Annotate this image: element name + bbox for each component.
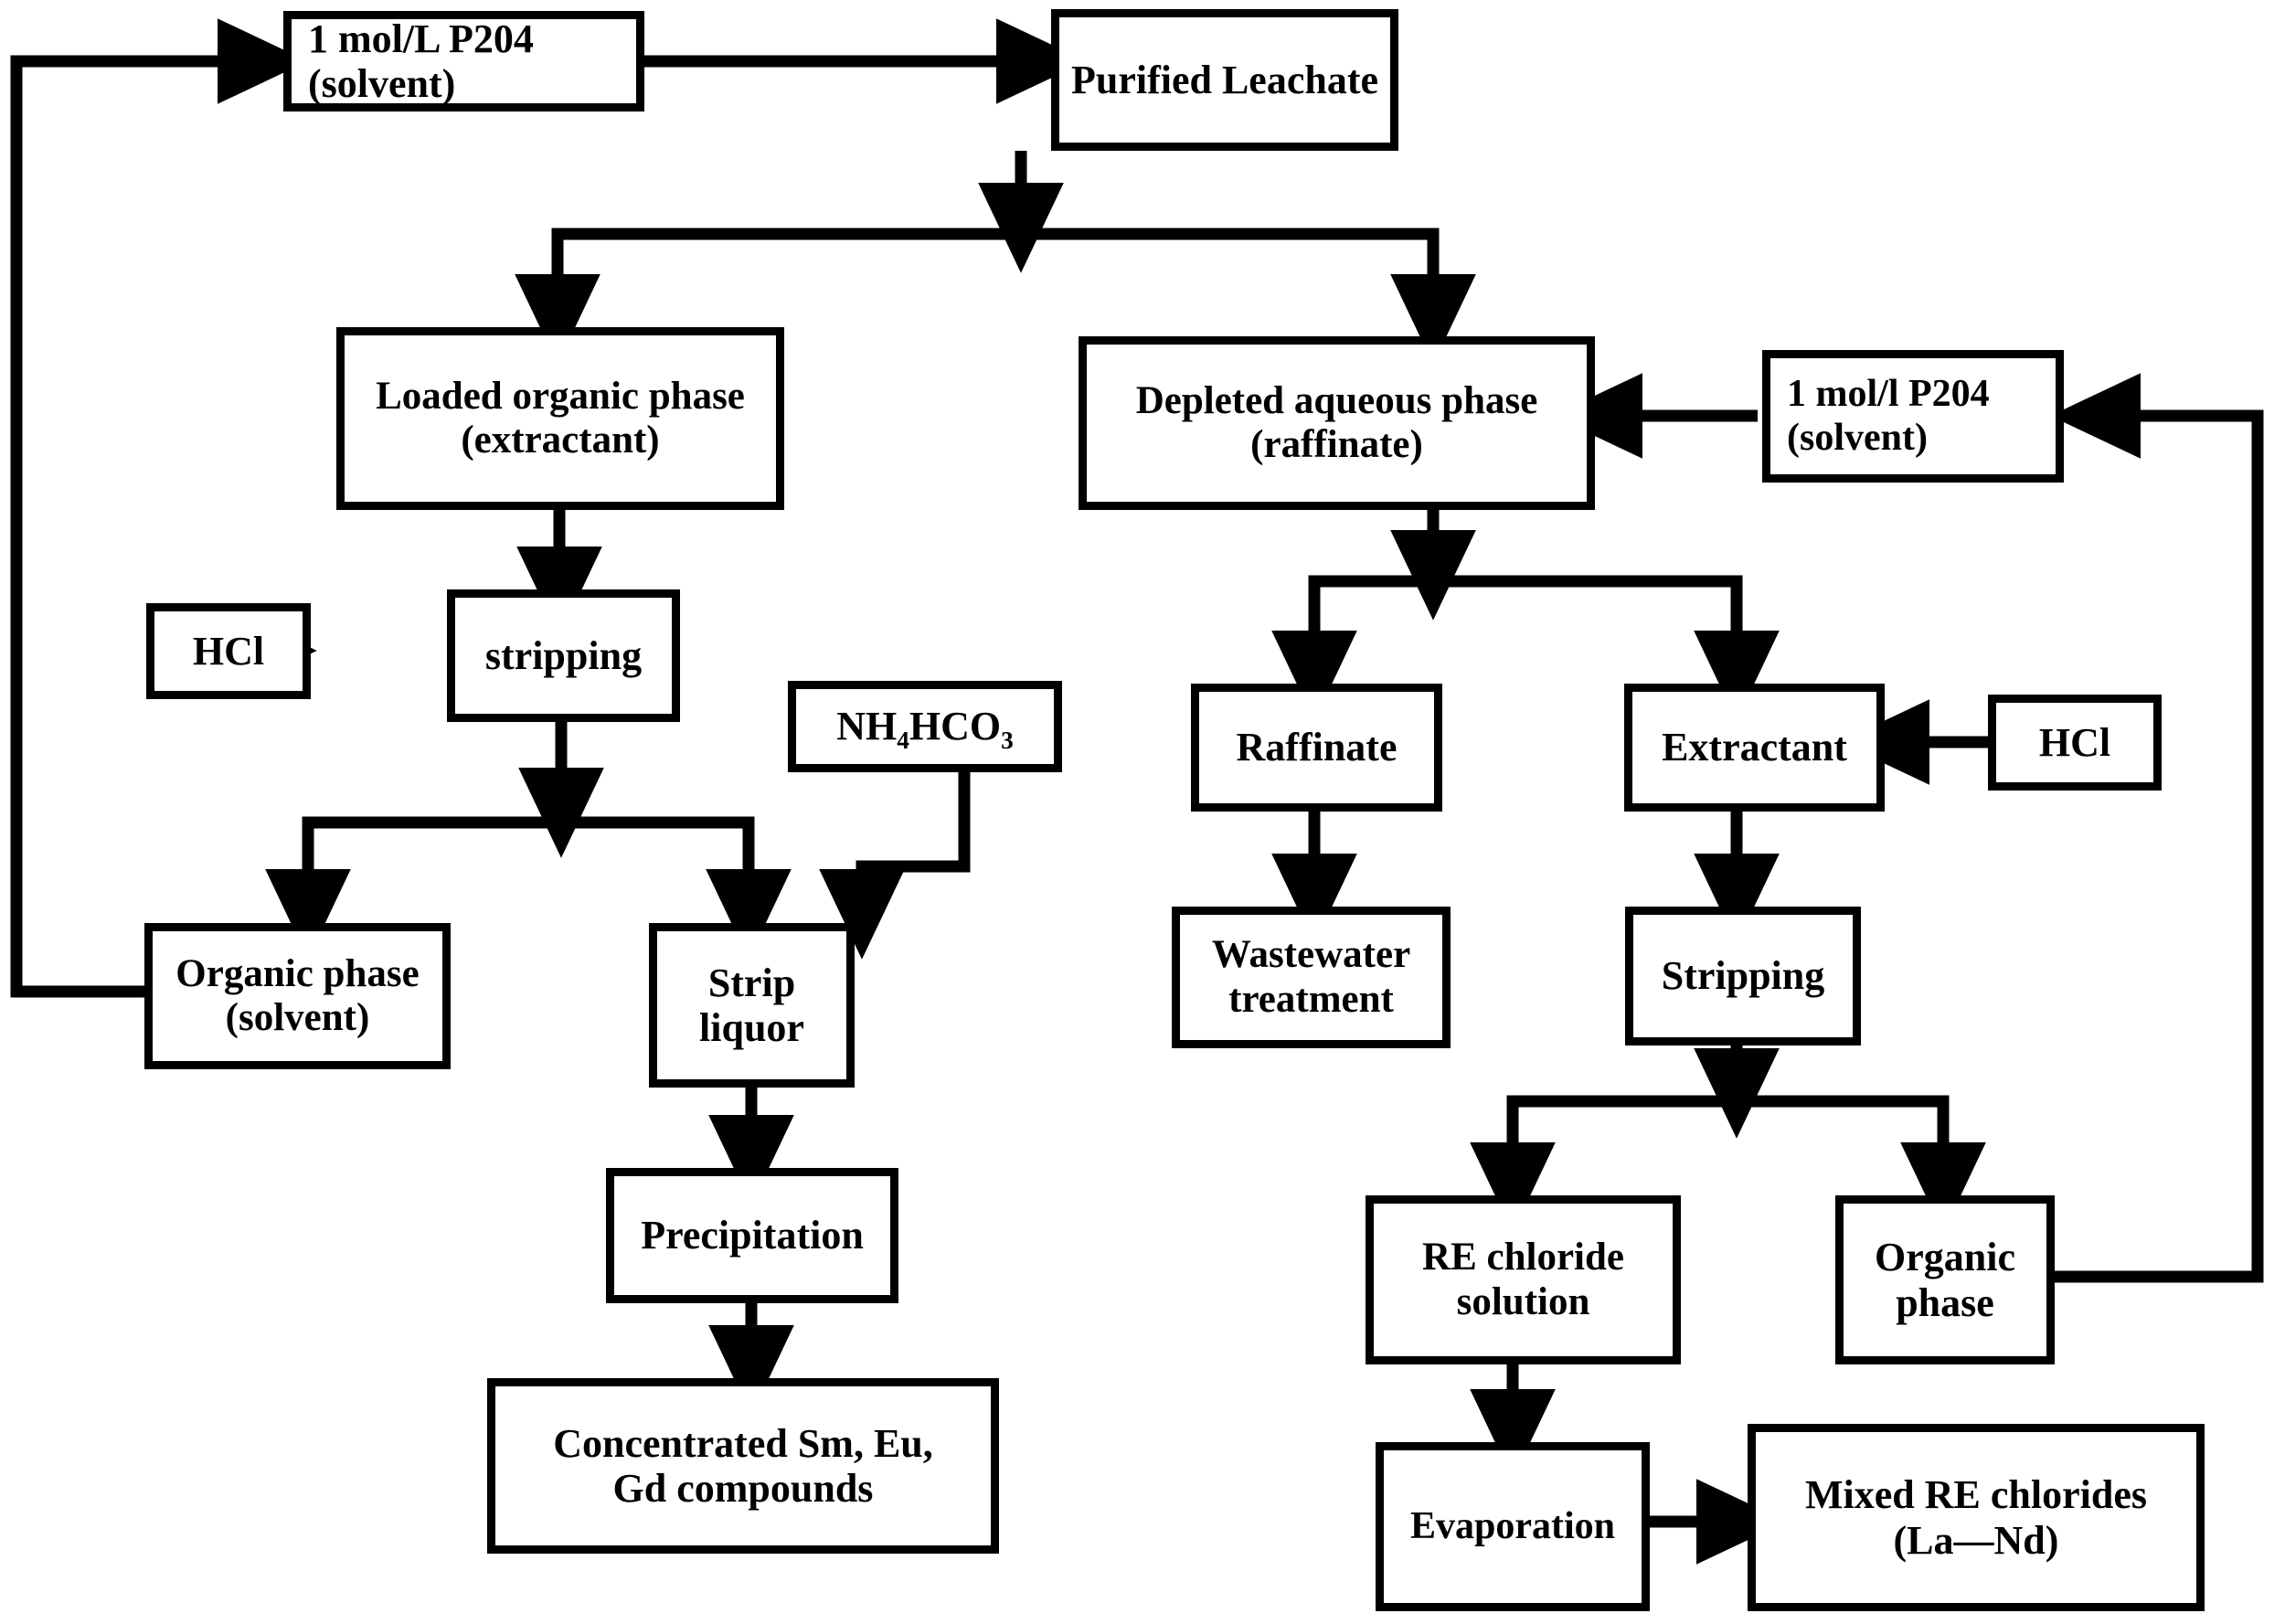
node-purified-leachate[interactable]: Purified Leachate [1051, 9, 1398, 151]
depleted-aqueous-line1: Depleted aqueous phase [1135, 378, 1538, 422]
p204-top-left-line1: 1 mol/L P204 [308, 16, 534, 61]
node-organic-phase-solvent[interactable]: Organic phase (solvent) [144, 923, 451, 1069]
node-raffinate[interactable]: Raffinate [1191, 684, 1442, 812]
wire-organic-recycle-left [10, 18, 308, 998]
raffinate-label: Raffinate [1236, 725, 1398, 770]
node-concentrated-compounds[interactable]: Concentrated Sm, Eu, Gd compounds [487, 1378, 999, 1554]
p204-right-line1: 1 mol/l P204 [1787, 373, 1990, 416]
purified-leachate-label: Purified Leachate [1070, 57, 1379, 102]
strip-liquor-line1: Strip [707, 960, 796, 1005]
node-hcl-right[interactable]: HCl [1988, 695, 2162, 791]
node-strip-liquor[interactable]: Strip liquor [649, 923, 855, 1088]
node-loaded-organic-phase[interactable]: Loaded organic phase (extractant) [336, 327, 784, 510]
concentrated-line1: Concentrated Sm, Eu, [553, 1420, 933, 1466]
evaporation-label: Evaporation [1409, 1504, 1616, 1547]
nh4hco3-sub1: 4 [897, 727, 909, 755]
hcl-right-label: HCl [2038, 719, 2111, 765]
nh4hco3-sub2: 3 [1001, 727, 1014, 755]
hcl-left-label: HCl [192, 628, 265, 674]
depleted-aqueous-line2: (raffinate) [1250, 423, 1423, 466]
node-evaporation[interactable]: Evaporation [1376, 1442, 1650, 1611]
node-p204-top-left[interactable]: 1 mol/L P204 (solvent) [283, 11, 644, 111]
node-re-chloride-solution[interactable]: RE chloride solution [1366, 1195, 1681, 1364]
wire-nh4hco3-to-strip-liquor [819, 772, 971, 960]
mixed-re-line1: Mixed RE chlorides [1805, 1472, 2147, 1518]
node-depleted-aqueous-phase[interactable]: Depleted aqueous phase (raffinate) [1079, 336, 1595, 510]
nh4hco3-label: NH4HCO3 [836, 704, 1014, 752]
organic-phase-solvent-line2: (solvent) [225, 996, 370, 1039]
wire-organic-recycle-right [2050, 373, 2264, 1283]
loaded-organic-line1: Loaded organic phase [376, 374, 745, 418]
node-wastewater-treatment[interactable]: Wastewater treatment [1172, 907, 1451, 1048]
p204-top-left-line2: (solvent) [308, 61, 456, 106]
node-p204-right[interactable]: 1 mol/l P204 (solvent) [1762, 350, 2064, 483]
node-nh4hco3[interactable]: NH4HCO3 [788, 681, 1062, 772]
node-organic-phase-right[interactable]: Organic phase [1835, 1195, 2055, 1364]
stripping-left-label: stripping [484, 632, 643, 678]
wastewater-line2: treatment [1228, 977, 1394, 1021]
strip-liquor-line2: liquor [699, 1005, 804, 1050]
mixed-re-line2: (La—Nd) [1893, 1517, 2059, 1563]
organic-phase-right-line2: phase [1896, 1279, 1994, 1325]
node-precipitation[interactable]: Precipitation [606, 1168, 898, 1303]
stripping-right-label: Stripping [1661, 953, 1825, 999]
extractant-label: Extractant [1662, 725, 1847, 770]
re-chloride-line1: RE chloride [1422, 1236, 1624, 1279]
p204-right-line2: (solvent) [1787, 416, 1928, 459]
node-mixed-re-chlorides[interactable]: Mixed RE chlorides (La—Nd) [1748, 1424, 2205, 1611]
nh4hco3-pre: NH [836, 704, 898, 749]
concentrated-line2: Gd compounds [612, 1466, 874, 1511]
organic-phase-right-line1: Organic [1875, 1235, 2015, 1280]
wastewater-line1: Wastewater [1211, 933, 1411, 977]
node-hcl-left[interactable]: HCl [146, 603, 311, 699]
node-extractant[interactable]: Extractant [1624, 684, 1885, 812]
node-stripping-left[interactable]: stripping [447, 589, 680, 722]
organic-phase-solvent-line1: Organic phase [175, 951, 420, 995]
nh4hco3-mid: HCO [909, 704, 1002, 749]
node-stripping-right[interactable]: Stripping [1625, 907, 1861, 1046]
loaded-organic-line2: (extractant) [461, 419, 660, 462]
precipitation-label: Precipitation [641, 1213, 864, 1258]
re-chloride-line2: solution [1456, 1279, 1590, 1323]
